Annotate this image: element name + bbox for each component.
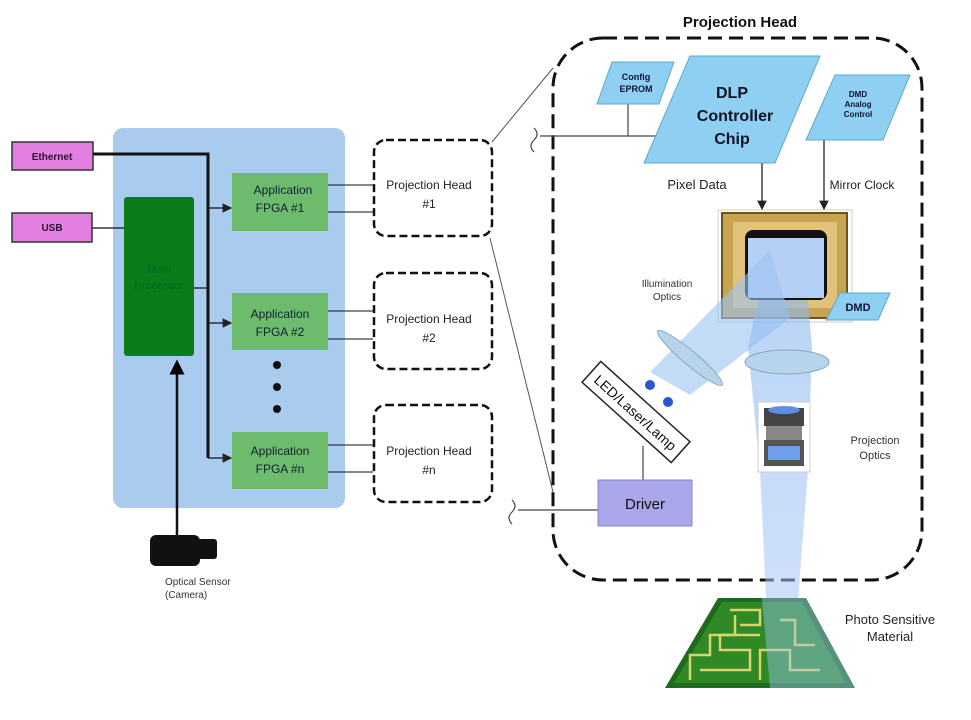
- fpga-1-label-1: Application: [254, 183, 313, 197]
- ellipsis-dots: [273, 361, 281, 413]
- projection-head-n-label-2: #n: [422, 463, 435, 477]
- usb-label: USB: [41, 223, 62, 234]
- projection-head-2: Projection Head #2: [372, 271, 494, 371]
- fpga-1-label-2: FPGA #1: [256, 201, 305, 215]
- fpga-2-label-1: Application: [251, 307, 310, 321]
- dlp-label-1: DLP: [716, 85, 748, 102]
- led-2: [663, 397, 673, 407]
- dlp-label-2: Controller: [697, 108, 773, 125]
- camera-icon: [150, 535, 217, 566]
- fpga-n-label-1: Application: [251, 444, 310, 458]
- led-1: [645, 380, 655, 390]
- dlp-label-3: Chip: [714, 131, 750, 148]
- ethernet-port: [11, 141, 94, 171]
- usb-port: [11, 212, 93, 243]
- config-eprom: Config EPROM: [596, 61, 675, 105]
- light-source-label: LED/Laser/Lamp: [591, 372, 680, 454]
- ethernet-label: Ethernet: [32, 152, 73, 163]
- dmd-analog-label-3: Control: [844, 110, 872, 119]
- projection-head-2-label-2: #2: [422, 331, 436, 345]
- dmd-label: DMD: [845, 302, 870, 314]
- fpga-2: Application FPGA #2: [232, 293, 328, 350]
- illumination-lens: [657, 329, 723, 387]
- projection-head-n-label-1: Projection Head: [386, 444, 471, 458]
- bus-lines: [92, 67, 554, 535]
- camera-label-2: (Camera): [165, 590, 207, 601]
- dmd-analog-label-1: DMD: [849, 90, 867, 99]
- config-eprom-label-1: Config: [622, 72, 651, 82]
- illumination-optics-label-2: Optics: [653, 292, 681, 303]
- projection-optics-lens: [757, 401, 811, 473]
- photo-sensitive-material: [665, 598, 855, 688]
- fpga-1: Application FPGA #1: [232, 173, 328, 231]
- dmd-label-tag: DMD: [825, 292, 891, 321]
- projection-optics-label-2: Optics: [859, 450, 891, 462]
- projection-head-detail: [551, 36, 924, 582]
- projection-optics-label-1: Projection: [851, 435, 900, 447]
- fpga-n: Application FPGA #n: [232, 432, 328, 489]
- config-eprom-label-2: EPROM: [619, 84, 652, 94]
- target-label-1: Photo Sensitive: [845, 612, 935, 627]
- fpga-n-label-2: FPGA #n: [256, 462, 305, 476]
- camera-label-1: Optical Sensor: [165, 577, 231, 588]
- projection-lens: [744, 349, 830, 375]
- dmd-analog-label-2: Analog: [844, 100, 871, 109]
- dmd-analog-control: DMD Analog Control: [805, 74, 911, 141]
- dlp-controller-chip: DLP Controller Chip: [643, 55, 821, 164]
- projection-head-2-label-1: Projection Head: [386, 312, 471, 326]
- mirror-clock-label: Mirror Clock: [830, 178, 896, 192]
- driver: Driver: [597, 479, 693, 527]
- projection-head-1-label-1: Projection Head: [386, 178, 471, 192]
- driver-label: Driver: [625, 496, 665, 513]
- main-processor-label-2: Processor: [134, 280, 184, 292]
- main-processor: [124, 197, 194, 356]
- head-wires: [508, 104, 829, 525]
- main-processor-label-1: Main: [147, 264, 171, 276]
- fpga-2-label-2: FPGA #2: [256, 325, 305, 339]
- projection-head-title: Projection Head: [683, 14, 797, 31]
- projection-head-1: Projection Head #1: [372, 138, 494, 238]
- illumination-optics-label-1: Illumination: [642, 279, 693, 290]
- projection-head-n: Projection Head #n: [372, 403, 494, 504]
- projection-head-1-label-2: #1: [422, 197, 436, 211]
- pixel-data-label: Pixel Data: [667, 177, 727, 192]
- target-label-2: Material: [867, 629, 913, 644]
